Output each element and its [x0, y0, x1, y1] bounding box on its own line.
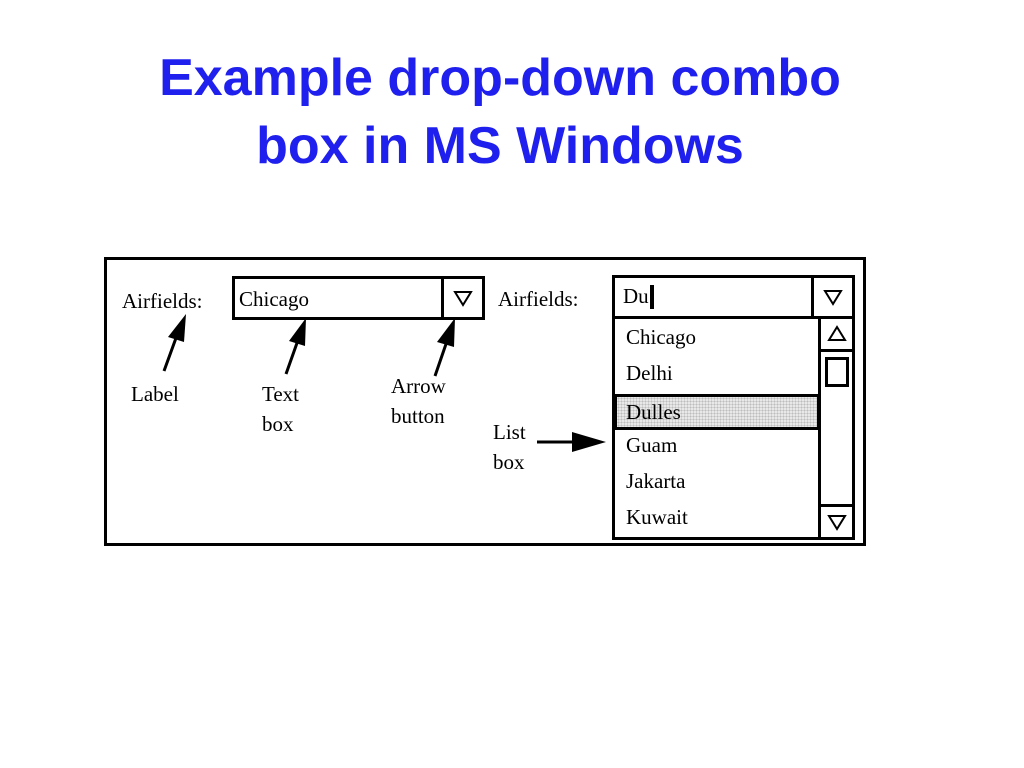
- scroll-up-button[interactable]: [821, 319, 852, 352]
- text-box-pointer-arrow: [284, 318, 306, 375]
- right-text-value: Du: [623, 284, 649, 308]
- list-item[interactable]: Guam: [626, 433, 678, 457]
- caption-label: Label: [131, 382, 179, 406]
- down-triangle-icon: [453, 291, 473, 307]
- list-item[interactable]: Chicago: [626, 325, 696, 349]
- caption-arrow-button-1: Arrow: [391, 374, 446, 398]
- right-arrow-button[interactable]: [811, 278, 852, 316]
- down-triangle-icon: [823, 290, 843, 306]
- list-item-selected[interactable]: Dulles: [626, 400, 681, 424]
- caption-list-box-1: List: [493, 420, 526, 444]
- title-line-2: box in MS Windows: [256, 117, 744, 175]
- up-triangle-icon: [826, 325, 847, 341]
- left-airfields-label: Airfields:: [122, 289, 203, 313]
- page-title: Example drop-down combo box in MS Window…: [0, 44, 1000, 180]
- left-combo-box[interactable]: Chicago: [232, 276, 485, 320]
- text-cursor: [649, 284, 654, 309]
- caption-text-box-1: Text: [262, 382, 300, 406]
- left-arrow-button[interactable]: [441, 279, 482, 317]
- caption-arrow-button-2: button: [391, 404, 445, 428]
- label-pointer-arrow: [162, 314, 186, 372]
- list-item[interactable]: Jakarta: [626, 469, 686, 493]
- right-text-box[interactable]: Du: [623, 284, 654, 309]
- right-airfields-label: Airfields:: [498, 287, 579, 311]
- down-triangle-icon: [826, 515, 847, 531]
- selected-item-highlight: [614, 394, 820, 430]
- title-line-1: Example drop-down combo: [159, 49, 841, 107]
- caption-text-box-2: box: [262, 412, 294, 436]
- list-item[interactable]: Kuwait: [626, 505, 688, 529]
- scroll-thumb[interactable]: [825, 357, 849, 387]
- example-frame: [104, 257, 866, 546]
- left-text-box[interactable]: Chicago: [239, 287, 309, 311]
- scroll-down-button[interactable]: [821, 504, 852, 537]
- list-item[interactable]: Delhi: [626, 361, 673, 385]
- arrow-button-pointer-arrow: [433, 318, 455, 377]
- list-box-pointer-arrow: [537, 432, 606, 452]
- caption-list-box-2: box: [493, 450, 525, 474]
